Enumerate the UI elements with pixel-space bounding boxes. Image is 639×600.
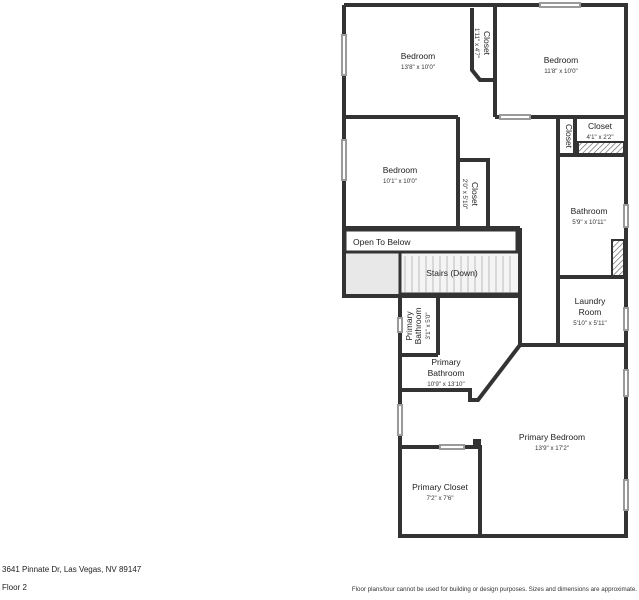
windows [341,2,629,511]
svg-text:Bedroom: Bedroom [401,51,436,61]
room-label-primary-bath-small: Primary Bathroom 3'1" x 5'0" [404,308,432,345]
svg-text:Closet: Closet [470,182,480,207]
svg-text:Primary: Primary [431,357,461,367]
room-label-bedroom-3: Bedroom 10'1" x 10'0" [383,165,418,185]
svg-text:2'0" x 5'10": 2'0" x 5'10" [461,179,468,210]
room-label-bedroom-1: Bedroom 13'8" x 10'0" [401,51,436,71]
svg-text:Closet: Closet [588,121,613,131]
svg-text:4'1" x 2'2": 4'1" x 2'2" [586,134,613,141]
room-label-closet-hall: Closet [564,124,574,149]
hatched-shaft-side [611,239,625,277]
svg-text:Open To Below: Open To Below [353,237,411,247]
room-label-laundry: Laundry Room 5'10" x 5'11" [573,296,606,327]
svg-text:Bedroom: Bedroom [383,165,418,175]
svg-text:Bathroom: Bathroom [571,206,608,216]
floor-plan: Bedroom 13'8" x 10'0" Bedroom 11'8" x 10… [341,2,629,538]
svg-text:Primary Bedroom: Primary Bedroom [519,432,585,442]
svg-text:Primary: Primary [404,311,414,341]
property-address: 3641 Pinnate Dr, Las Vegas, NV 89147 [2,565,142,574]
room-label-closet-top: Closet 1'11" x 4'7" [473,28,492,58]
svg-text:Closet: Closet [564,124,574,149]
room-label-primary-closet: Primary Closet 7'2" x 7'6" [412,482,468,502]
room-label-bathroom: Bathroom 5'9" x 10'11" [571,206,608,226]
svg-text:Room: Room [579,307,602,317]
svg-text:Stairs (Down): Stairs (Down) [426,268,478,278]
svg-text:1'11" x 4'7": 1'11" x 4'7" [473,28,480,58]
room-label-primary-bedroom: Primary Bedroom 13'9" x 17'2" [519,432,585,452]
svg-text:Bathroom: Bathroom [413,308,423,345]
room-label-stairs: Stairs (Down) [426,268,478,278]
svg-text:3'1" x 5'0": 3'1" x 5'0" [425,312,432,339]
svg-text:Primary Closet: Primary Closet [412,482,468,492]
svg-text:Bathroom: Bathroom [428,368,465,378]
disclaimer-text: Floor plans/tour cannot be used for buil… [351,586,637,593]
svg-text:Closet: Closet [482,31,492,56]
column [473,439,481,447]
svg-text:11'8" x 10'0": 11'8" x 10'0" [544,68,577,75]
svg-text:5'9" x 10'11": 5'9" x 10'11" [572,219,605,226]
room-label-closet-mid: Closet 2'0" x 5'10" [461,179,480,210]
floor-label: Floor 2 [2,583,27,592]
svg-text:13'8" x 10'0": 13'8" x 10'0" [401,64,435,71]
room-label-primary-bath: Primary Bathroom 10'9" x 13'10" [427,357,464,388]
svg-text:Bedroom: Bedroom [544,55,579,65]
svg-text:5'10" x 5'11": 5'10" x 5'11" [573,320,606,327]
svg-text:10'9" x 13'10": 10'9" x 13'10" [427,381,464,388]
svg-text:Laundry: Laundry [575,296,606,306]
svg-text:10'1" x 10'0": 10'1" x 10'0" [383,178,417,185]
svg-text:7'2" x 7'6": 7'2" x 7'6" [426,495,453,502]
svg-text:13'9" x 17'2": 13'9" x 17'2" [535,445,569,452]
room-label-closet-small: Closet 4'1" x 2'2" [586,121,613,141]
room-label-open-to-below: Open To Below [353,237,411,247]
room-label-bedroom-2: Bedroom 11'8" x 10'0" [544,55,579,75]
